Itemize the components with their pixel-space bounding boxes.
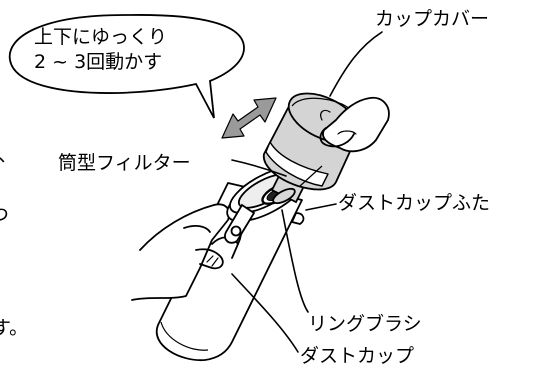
up-down-motion-arrow-icon xyxy=(221,97,277,139)
speech-bubble xyxy=(8,14,245,119)
right-hand xyxy=(319,96,390,153)
cropped-comma: 、 xyxy=(0,145,17,165)
cropped-period: す。 xyxy=(0,317,29,339)
leader-dust-cup-lid xyxy=(305,203,337,211)
leader-lines xyxy=(231,31,383,353)
label-ring-brush: リングブラシ xyxy=(308,313,422,335)
leader-ring-brush xyxy=(281,209,309,313)
label-cup-cover: カップカバー xyxy=(375,8,490,30)
label-dust-cup: ダストカップ xyxy=(300,345,415,367)
leader-cup-cover xyxy=(329,31,383,97)
bubble-line-2: 2 ~ 3回動かす xyxy=(34,51,163,73)
label-tubular-filter: 筒型フィルター xyxy=(58,152,191,174)
label-dust-cup-lid: ダストカップふた xyxy=(338,192,491,214)
dust-cup xyxy=(155,182,303,361)
leader-tubular-filter xyxy=(231,159,287,177)
leader-dust-cup xyxy=(231,273,299,353)
speech-bubble-text: 上下にゆっくり 2 ~ 3回動かす xyxy=(34,25,234,75)
bubble-line-1: 上下にゆっくり xyxy=(34,26,168,48)
cropped-mark: つ xyxy=(0,205,9,225)
